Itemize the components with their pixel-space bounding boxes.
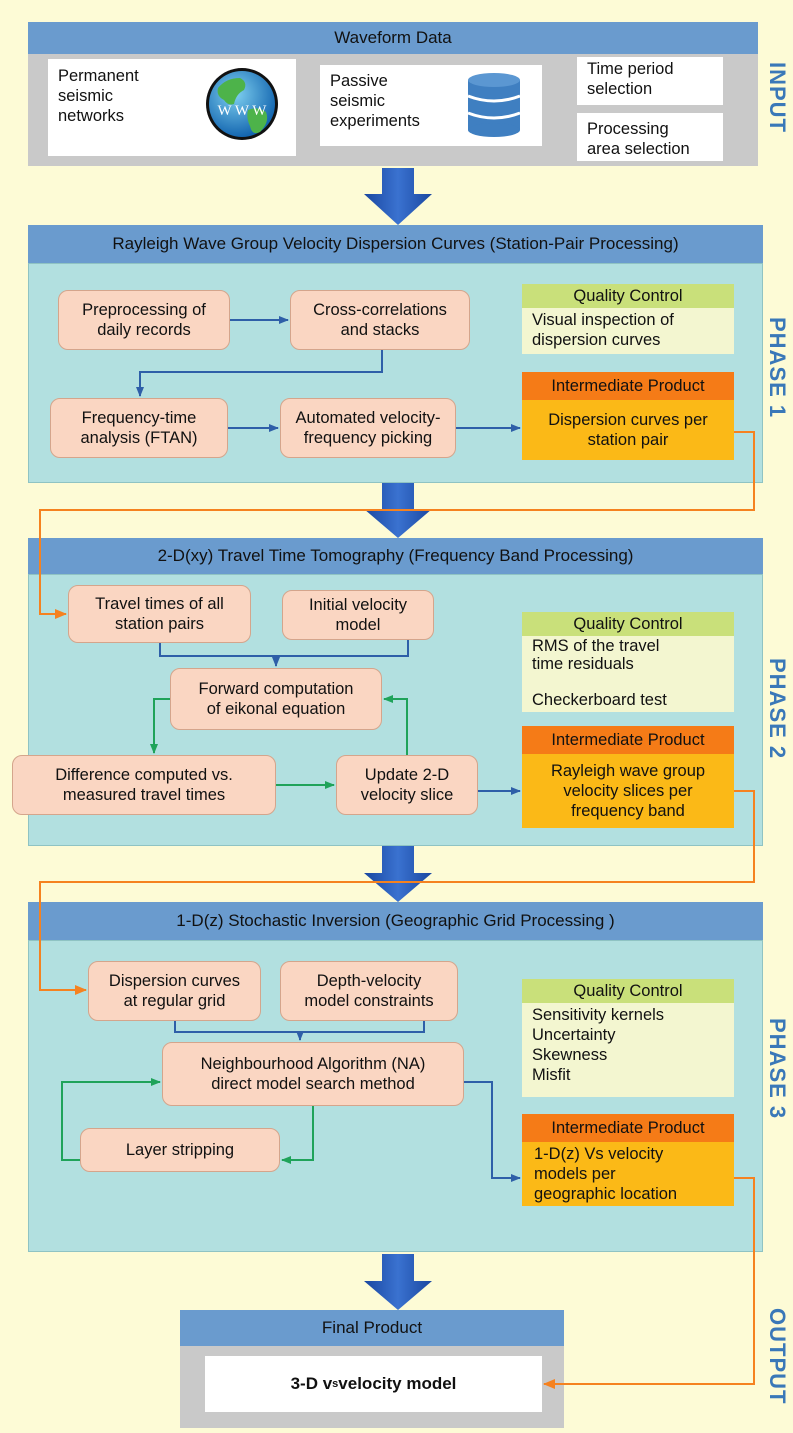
velocity-picking-node: Automated velocity- frequency picking — [280, 398, 456, 458]
dispersion-grid-node: Dispersion curves at regular grid — [88, 961, 261, 1021]
preprocessing-node: Preprocessing of daily records — [58, 290, 230, 350]
final-product-suffix: velocity model — [338, 1374, 457, 1393]
phase2-ip-body: Rayleigh wave group velocity slices per … — [522, 754, 734, 828]
cross-correlations-node: Cross-correlations and stacks — [290, 290, 470, 350]
database-icon — [464, 72, 524, 138]
phase2-qc-body: RMS of the travel time residuals Checker… — [522, 636, 734, 712]
arrow-na-to-layerstripping — [281, 1106, 314, 1164]
arrow-na-to-product3 — [464, 1081, 521, 1182]
phase1-qc-title: Quality Control — [522, 284, 734, 308]
depth-constraints-node: Depth-velocity model constraints — [280, 961, 458, 1021]
globe-icon: W W W — [204, 66, 280, 142]
final-product-sub: s — [332, 1378, 339, 1390]
phase2-ip-title: Intermediate Product — [522, 726, 734, 754]
output-header: Final Product — [180, 1310, 564, 1346]
side-label-phase2: PHASE 2 — [765, 658, 790, 760]
initial-model-node: Initial velocity model — [282, 590, 434, 640]
final-product-prefix: 3-D v — [290, 1374, 333, 1393]
ftan-node: Frequency-time analysis (FTAN) — [50, 398, 228, 458]
time-period-box: Time period selection — [577, 57, 723, 105]
forward-computation-node: Forward computation of eikonal equation — [170, 668, 382, 730]
phase1-ip-body: Dispersion curves per station pair — [522, 400, 734, 460]
arrow-layerstripping-to-na — [61, 1078, 161, 1161]
phase3-qc-title: Quality Control — [522, 979, 734, 1003]
side-label-phase1: PHASE 1 — [765, 317, 790, 419]
arrow-product2-to-dispersiongrid — [39, 790, 755, 995]
travel-times-node: Travel times of all station pairs — [68, 585, 251, 643]
arrow-product1-to-traveltimes — [39, 431, 755, 619]
passive-experiments-label: Passive seismic experiments — [330, 72, 420, 130]
input-header: Waveform Data — [28, 22, 758, 54]
phase1-ip-title: Intermediate Product — [522, 372, 734, 400]
globe-label: W W W — [218, 103, 268, 119]
na-node: Neighbourhood Algorithm (NA) direct mode… — [162, 1042, 464, 1106]
phase1-header: Rayleigh Wave Group Velocity Dispersion … — [28, 225, 763, 263]
side-label-output: OUTPUT — [765, 1308, 790, 1405]
phase3-ip-body: 1-D(z) Vs velocity models per geographic… — [522, 1142, 734, 1206]
phase1-qc-body: Visual inspection of dispersion curves — [522, 308, 734, 354]
phase2-qc-title: Quality Control — [522, 612, 734, 636]
arrow-forward-to-difference — [150, 698, 170, 754]
difference-node: Difference computed vs. measured travel … — [12, 755, 276, 815]
flow-arrow-input-phase1 — [364, 168, 432, 225]
side-label-phase3: PHASE 3 — [765, 1018, 790, 1120]
arrow-update-to-forward — [383, 695, 408, 755]
arrow-inputs-to-forward — [159, 640, 409, 657]
phase3-ip-title: Intermediate Product — [522, 1114, 734, 1142]
update-slice-node: Update 2-D velocity slice — [336, 755, 478, 815]
arrow-product3-to-final — [543, 1177, 755, 1389]
flow-arrow-phase3-output — [364, 1254, 432, 1310]
layer-stripping-node: Layer stripping — [80, 1128, 280, 1172]
arrow-crosscorr-to-ftan — [136, 350, 383, 397]
side-label-input: INPUT — [765, 62, 790, 133]
arrow-inputs-to-na — [174, 1021, 425, 1033]
processing-area-box: Processing area selection — [577, 113, 723, 161]
phase3-header: 1-D(z) Stochastic Inversion (Geographic … — [28, 902, 763, 940]
permanent-networks-label: Permanent seismic networks — [58, 67, 139, 125]
flow-arrow-phase2-phase3 — [364, 846, 432, 902]
phase2-header: 2-D(xy) Travel Time Tomography (Frequenc… — [28, 538, 763, 574]
phase3-qc-body: Sensitivity kernels Uncertainty Skewness… — [522, 1003, 734, 1097]
